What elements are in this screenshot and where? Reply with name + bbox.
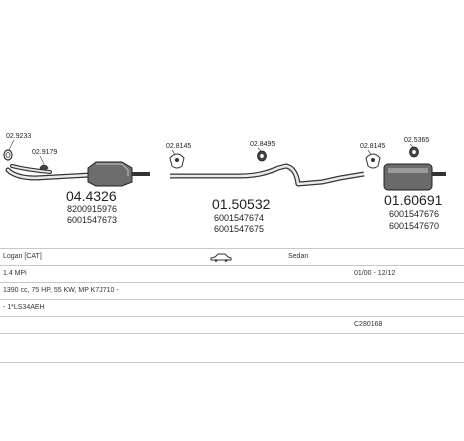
part-number-hanger-e: 02.5365 <box>404 137 429 144</box>
car-icon <box>210 253 232 269</box>
catalog-ref: C280168 <box>354 321 383 328</box>
hanger-part-e <box>409 143 419 158</box>
part-number-hanger-d: 02.8145 <box>360 143 385 150</box>
engine-spec: 1390 cc, 75 HP, 55 KW, MP K7J710 - <box>3 287 119 294</box>
ref-rear-2: 6001547670 <box>389 221 439 231</box>
part-number-gasket-a: 02.9233 <box>6 133 31 140</box>
hanger-part-d <box>365 149 381 169</box>
engine-name: 1.4 MPi <box>3 270 27 277</box>
clamp-part <box>39 155 49 171</box>
vehicle-info-table: Logan [CAT] Sedan 1.4 MPi 01/00 - 12/12 … <box>0 248 464 363</box>
ref-catalyst-2: 6001547673 <box>67 215 117 225</box>
part-number-hanger-b: 02.8145 <box>166 143 191 150</box>
hanger-part-c <box>257 147 267 162</box>
ref-middle-1: 6001547674 <box>214 213 264 223</box>
middle-pipe <box>170 163 365 187</box>
hanger-part-b <box>169 149 185 169</box>
engine-note: - 1*LS34AEH <box>3 304 45 311</box>
production-period: 01/00 - 12/12 <box>354 270 396 277</box>
ref-rear-1: 6001547676 <box>389 209 439 219</box>
info-row-note: - 1*LS34AEH <box>0 300 464 317</box>
info-row-spec: 1390 cc, 75 HP, 55 KW, MP K7J710 - <box>0 283 464 300</box>
info-row-model: Logan [CAT] Sedan <box>0 248 464 266</box>
exhaust-system-diagram: 02.9233 02.9179 04.4326 8200915976 60015… <box>3 133 446 234</box>
part-number-clamp-a: 02.9179 <box>32 149 57 156</box>
info-row-ref: C280168 <box>0 317 464 334</box>
body-type: Sedan <box>288 253 309 260</box>
part-number-catalyst: 04.4326 <box>66 188 117 204</box>
part-number-middle: 01.50532 <box>212 196 271 212</box>
gasket-part <box>3 139 15 161</box>
part-number-hanger-c: 02.8495 <box>250 141 275 148</box>
info-row-blank <box>0 334 464 363</box>
front-pipe-catalyst <box>5 161 150 187</box>
model-name: Logan [CAT] <box>3 253 42 260</box>
ref-catalyst-1: 8200915976 <box>67 204 117 214</box>
info-row-engine: 1.4 MPi 01/00 - 12/12 <box>0 266 464 283</box>
ref-middle-2: 6001547675 <box>214 224 264 234</box>
rear-silencer <box>383 163 446 191</box>
part-number-rear: 01.60691 <box>384 192 443 208</box>
